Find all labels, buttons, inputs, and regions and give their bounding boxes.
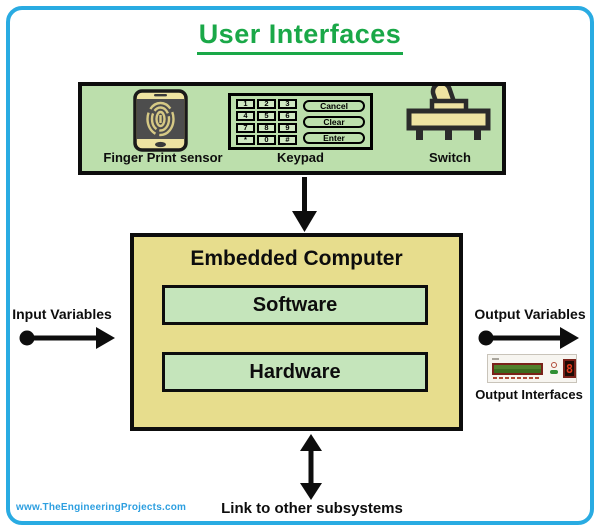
output-device-icon: 8 <box>487 354 577 383</box>
page-title-text: User Interfaces <box>196 19 404 55</box>
lcd-display <box>492 363 543 375</box>
keypad-cancel-button: Cancel <box>303 100 365 112</box>
software-box: Software <box>162 285 428 325</box>
output-interfaces-label: Output Interfaces <box>475 387 583 402</box>
lcd-caption <box>493 377 541 379</box>
keypad-key: 5 <box>257 111 276 121</box>
device-corner-mark <box>492 358 499 360</box>
watermark-url: www.TheEngineeringProjects.com <box>16 502 187 513</box>
fingerprint-phone-icon <box>133 89 188 152</box>
subsystems-link-label: Link to other subsystems <box>221 500 403 517</box>
keypad-key: 7 <box>236 123 255 133</box>
keypad-key: 1 <box>236 99 255 109</box>
switch-label: Switch <box>429 150 471 165</box>
keypad-key: 8 <box>257 123 276 133</box>
seven-segment-display: 8 <box>563 359 576 378</box>
keypad-key: 6 <box>278 111 297 121</box>
led-ring <box>551 362 557 368</box>
keypad-key: # <box>278 135 297 145</box>
keypad-keys: 1 2 3 4 5 6 7 8 9 * 0 # <box>236 99 297 145</box>
subsystems-link-arrow <box>300 434 322 500</box>
keypad-icon: 1 2 3 4 5 6 7 8 9 * 0 # Cancel Clear Ent… <box>228 93 373 150</box>
toggle-switch-icon <box>406 86 491 140</box>
input-variables-arrow <box>19 327 115 349</box>
keypad-key: * <box>236 135 255 145</box>
keypad-key: 0 <box>257 135 276 145</box>
keypad-clear-button: Clear <box>303 116 365 128</box>
panel-to-computer-arrow <box>292 177 317 232</box>
output-variables-arrow <box>478 327 579 349</box>
fingerprint-label: Finger Print sensor <box>103 150 223 165</box>
input-variables-label: Input Variables <box>12 306 112 322</box>
embedded-computer-title: Embedded Computer <box>190 247 403 270</box>
keypad-enter-button: Enter <box>303 132 365 144</box>
keypad-key: 9 <box>278 123 297 133</box>
keypad-action-buttons: Cancel Clear Enter <box>303 100 365 144</box>
keypad-label: Keypad <box>277 150 324 165</box>
keypad-key: 4 <box>236 111 255 121</box>
page-title: User Interfaces <box>0 19 600 55</box>
led-indicator <box>550 370 558 374</box>
fingerprint-glyph <box>146 101 175 137</box>
embedded-computer-box: Embedded Computer Software Hardware <box>130 233 463 431</box>
keypad-key: 3 <box>278 99 297 109</box>
output-variables-label: Output Variables <box>474 306 586 322</box>
keypad-key: 2 <box>257 99 276 109</box>
user-interfaces-panel: Finger Print sensor 1 2 3 4 5 6 7 8 9 * … <box>78 82 506 175</box>
hardware-box: Hardware <box>162 352 428 392</box>
